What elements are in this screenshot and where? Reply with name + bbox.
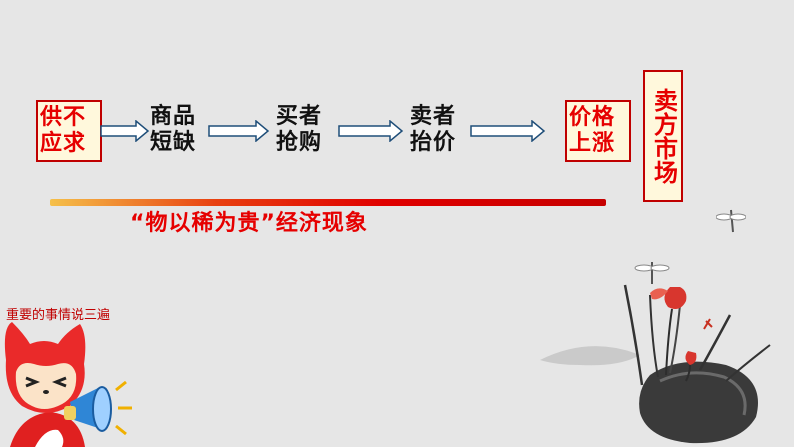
step3-text: 卖者抬价 [410,104,457,155]
step2-box: 买者抢购 [276,104,328,156]
result-box: 价格上涨 [565,100,631,162]
arrow-right-icon [338,120,404,142]
cause-box: 供不应求 [36,100,102,162]
step2-text: 买者抢购 [276,104,323,155]
caption: “物以稀为贵”经济现象 [130,205,368,237]
underline-rule [50,199,606,206]
step1-box: 商品短缺 [150,104,202,156]
mascot-fox-megaphone [4,322,132,447]
caption-quoted: “物以稀为贵” [130,211,276,236]
cause-text: 供不应求 [40,105,87,156]
market-text: 卖方市场 [649,88,678,184]
step1-text: 商品短缺 [150,104,197,155]
caption-rest: 经济现象 [275,211,368,236]
market-box: 卖方市场 [643,70,683,202]
step3-box: 卖者抬价 [410,104,462,156]
arrow-right-icon [208,120,270,142]
arrow-right-icon [470,120,546,142]
dragonfly-icon [634,262,670,284]
ink-lotus-painting [540,284,771,444]
result-text: 价格上涨 [569,105,616,156]
dragonfly-icon [716,209,746,233]
mascot-note: 重要的事情说三遍 [6,308,111,323]
arrow-right-icon [100,120,150,142]
